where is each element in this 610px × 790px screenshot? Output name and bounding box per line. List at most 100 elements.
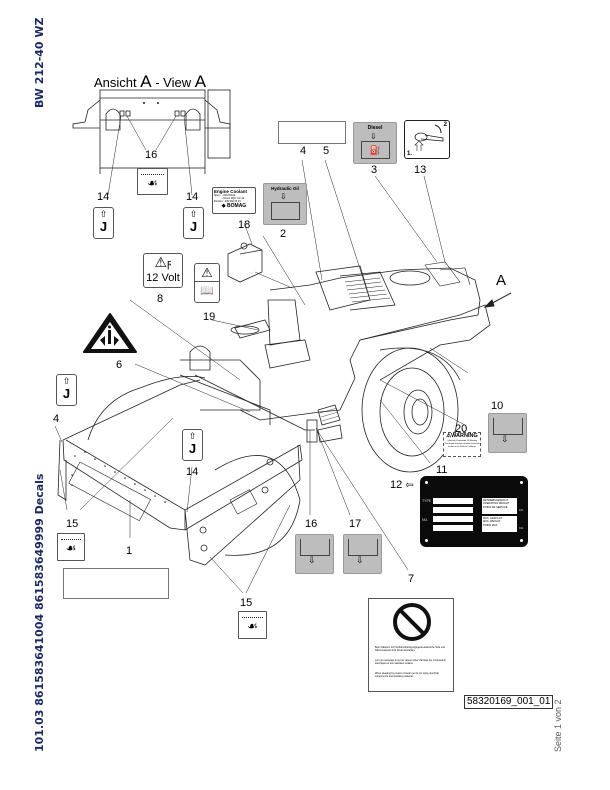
- warning-triangle-icon: ⚠: [154, 254, 168, 270]
- leader-lines: [54, 159, 469, 594]
- rear-view-drawing: [72, 89, 231, 196]
- callout-19: 19: [203, 311, 216, 323]
- hook-icon: J: [189, 219, 198, 234]
- decal-lifting-hook: ⇧ J: [182, 429, 203, 461]
- warning-triangle-icon: ⚠: [195, 264, 219, 282]
- no-field-2: [433, 525, 473, 531]
- pointer-arrow-icon: ⇦: [405, 480, 414, 491]
- tie-down-icon: [61, 537, 81, 540]
- type-field-2: [433, 507, 473, 513]
- callout-14: 14: [186, 191, 199, 203]
- decal-tyre-drain: ⇩: [488, 413, 527, 453]
- lever-icon: [414, 124, 444, 151]
- decal-type-plate: TYPE NO. BETRIEBSGEWICHT OPERATING WEIGH…: [420, 476, 528, 547]
- callout-5: 5: [323, 145, 330, 157]
- callout-16: 16: [305, 518, 318, 530]
- callout-15: 15: [240, 597, 253, 609]
- decal-blank-label-1: [63, 568, 169, 599]
- decal-warning-title-text: WARNING: [451, 433, 478, 439]
- decal-warning-title: ⚠WARNING: [444, 433, 480, 440]
- decal-diesel-title: Diesel: [367, 125, 383, 131]
- tank-outline-icon: [493, 418, 523, 435]
- fuel-pump-icon: ⛽: [361, 141, 390, 159]
- decal-coolant-spec1: Spec.: - 009 00413: [214, 194, 236, 197]
- tie-down-icon: [242, 615, 263, 618]
- hook-icon: J: [188, 441, 197, 456]
- max-weight-de: MAX. GEWICHT: [483, 517, 503, 520]
- lifting-hook-icon: ⇧: [188, 431, 197, 441]
- tie-down-icon: ☙: [147, 176, 158, 190]
- view-arrow: [483, 292, 512, 308]
- callout-18: 18: [238, 219, 251, 231]
- decal-no-steam-para-de: Beim Säubern mit Hochdruckreinigungsgerä…: [375, 646, 445, 653]
- view-title-letter: A: [194, 72, 207, 91]
- decal-coolant-brand: ◆ BOMAG: [214, 203, 254, 209]
- callout-4: 4: [300, 145, 307, 157]
- down-arrow-icon: ⇩: [370, 132, 377, 141]
- decal-coolant-title: Engine Coolant: [214, 189, 247, 194]
- operating-weight-fr: POIDS DE SERVICE: [483, 505, 508, 509]
- decal-lifting-hook: ⇧ J: [183, 207, 204, 239]
- no-label: NO.: [422, 518, 429, 522]
- decal-coolant-partno: Part-No.: 009 940 04 23: [214, 200, 241, 203]
- rivet-icon: [520, 481, 523, 484]
- decal-blank-label-4: [278, 121, 346, 144]
- callout-10: 10: [491, 400, 504, 412]
- hook-icon: J: [62, 386, 71, 401]
- view-title: Ansicht A - View A: [94, 72, 206, 92]
- decal-12-volt: ⚠ϝ 12 Volt: [143, 253, 183, 288]
- decal-diesel: Diesel ⛽ ⇩: [353, 122, 397, 164]
- rivet-icon: [520, 539, 523, 542]
- warning-triangle-icon: ⚠: [446, 433, 452, 439]
- kg-unit: KG: [519, 526, 524, 530]
- callout-17: 17: [349, 518, 362, 530]
- callout-2: 2: [280, 228, 287, 240]
- decal-coolant-brand-text: BOMAG: [227, 203, 247, 209]
- lifting-hook-icon: ⇧: [189, 209, 198, 219]
- rear-frame-drawing: [227, 242, 491, 473]
- tank-outline-icon: [348, 539, 378, 556]
- lifting-hook-icon: ⇧: [62, 376, 71, 386]
- callout-20: 20: [455, 423, 468, 435]
- decal-no-steam-para-en: When cleaning by means of steam jet do n…: [375, 672, 439, 679]
- down-arrow-icon: ⇩: [501, 434, 509, 444]
- callout-4: 4: [53, 413, 60, 425]
- callout-12: 12 ⇦: [390, 479, 414, 491]
- decal-hydraulic-title: Hydraulic Oil: [271, 186, 299, 191]
- decal-lever-step2: 2: [443, 122, 447, 128]
- callout-11: 11: [436, 464, 448, 476]
- callout-14: 14: [186, 466, 199, 478]
- decal-no-steam-cleaning: Beim Säubern mit Hochdruckreinigungsgerä…: [368, 598, 454, 692]
- callout-6: 6: [116, 359, 123, 371]
- manual-book-icon: 📖: [200, 285, 214, 297]
- callout-15: 15: [66, 518, 79, 530]
- decal-warning-line3: known to the State of California: [448, 446, 476, 448]
- callout-8: 8: [157, 293, 164, 305]
- hook-icon: J: [99, 219, 108, 234]
- decal-lever-step1: 1.: [407, 151, 413, 157]
- down-arrow-icon: ⇩: [356, 555, 364, 565]
- type-field: [433, 498, 473, 504]
- drawing-number: 58320169_001_01: [464, 695, 554, 709]
- tie-down-icon: [141, 172, 164, 175]
- decal-lifting-hook: ⇧ J: [93, 207, 114, 239]
- prohibition-slash: [397, 607, 427, 637]
- front-drum-drawing: [57, 345, 315, 566]
- tank-outline-icon: [300, 539, 330, 556]
- callout-3: 3: [371, 164, 378, 176]
- max-weight-block: MAX. GEWICHT MAX. WEIGHT POIDS MAX.: [482, 516, 517, 532]
- decal-warning: ⚠WARNING California Proposition 65 Warni…: [443, 432, 481, 457]
- decal-coolant-spec2: - Deutz DQC CC-14: [222, 197, 245, 200]
- callout-12-number: 12: [390, 479, 403, 491]
- decal-hydraulic-oil: Hydraulic Oil ⇩: [263, 183, 307, 225]
- max-weight-fr: POIDS MAX.: [483, 523, 499, 527]
- rivet-icon: [425, 539, 428, 542]
- oil-tank-icon: [271, 202, 300, 220]
- operating-weight-de: BETRIEBSGEWICHT: [483, 499, 509, 502]
- view-title-prefix: Ansicht: [94, 75, 137, 90]
- callout-16: 16: [145, 149, 158, 161]
- prohibition-icon: [393, 603, 431, 641]
- decal-tie-down: ☙: [57, 533, 85, 561]
- down-arrow-icon: ⇩: [308, 555, 316, 565]
